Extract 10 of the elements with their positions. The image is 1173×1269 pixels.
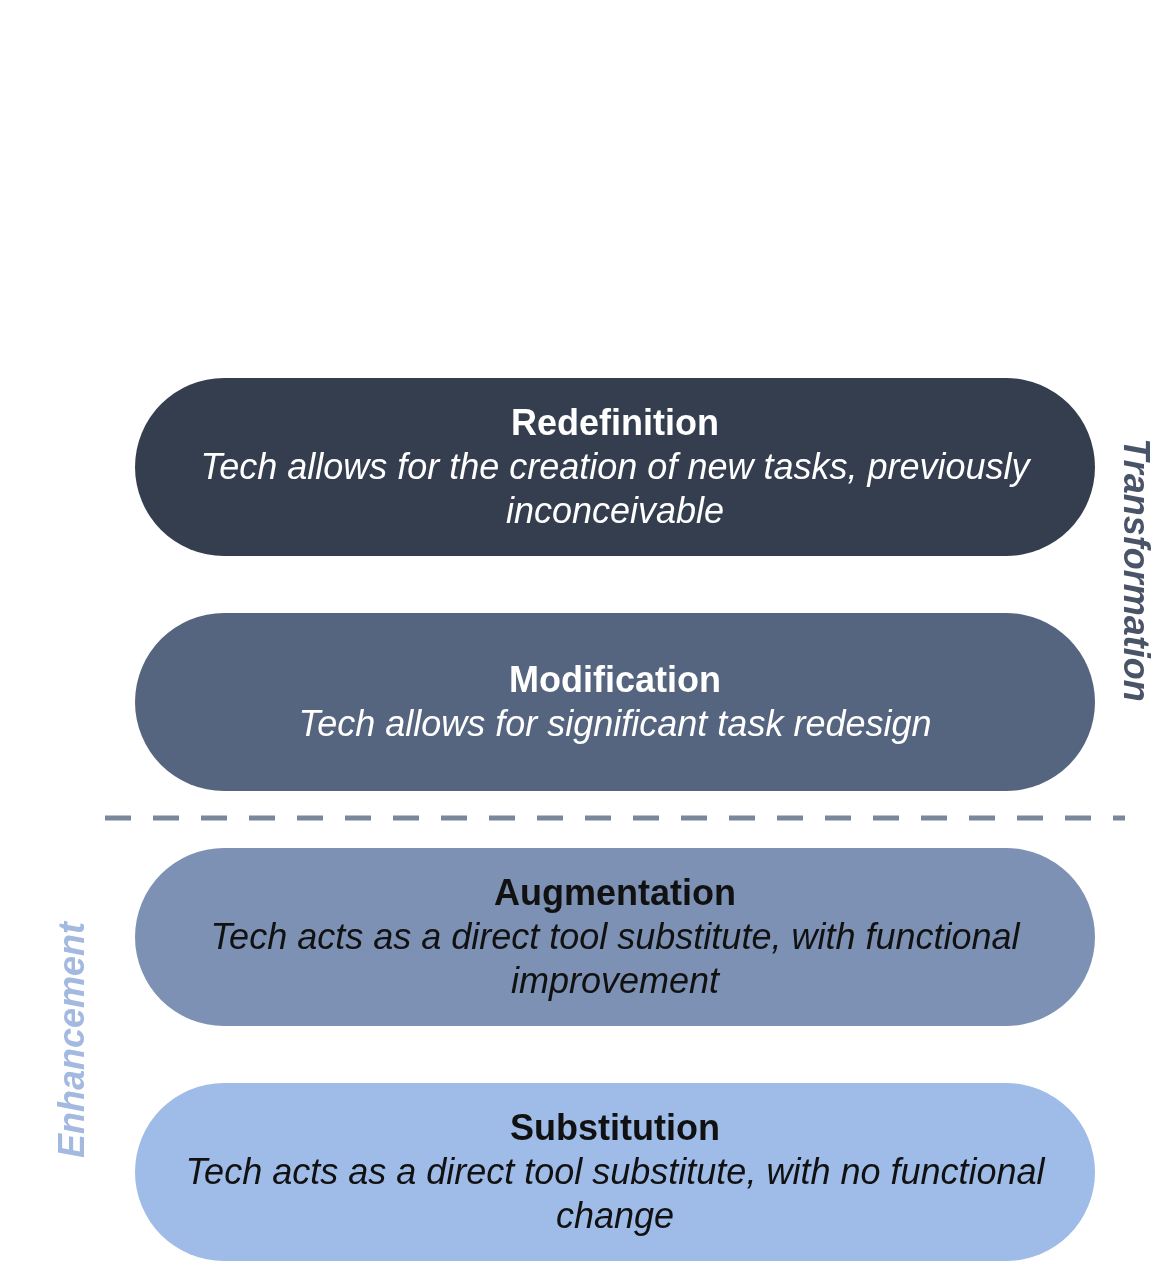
phase-label: Transformation <box>1115 438 1156 702</box>
level-description: Tech allows for significant task redesign <box>298 702 932 746</box>
level-heading: Modification <box>509 658 721 702</box>
level-heading: Augmentation <box>494 871 736 915</box>
level-description: Tech acts as a direct tool substitute, with no functional change <box>185 1150 1045 1238</box>
level-description: Tech allows for the creation of new tasks, previously inconceivable <box>199 445 1032 533</box>
level-description: Tech acts as a direct tool substitute, with functional improvement <box>209 915 1022 1003</box>
level-heading: Redefinition <box>511 401 719 445</box>
phase-label: Enhancement <box>52 921 93 1159</box>
level-heading: Substitution <box>510 1106 720 1150</box>
